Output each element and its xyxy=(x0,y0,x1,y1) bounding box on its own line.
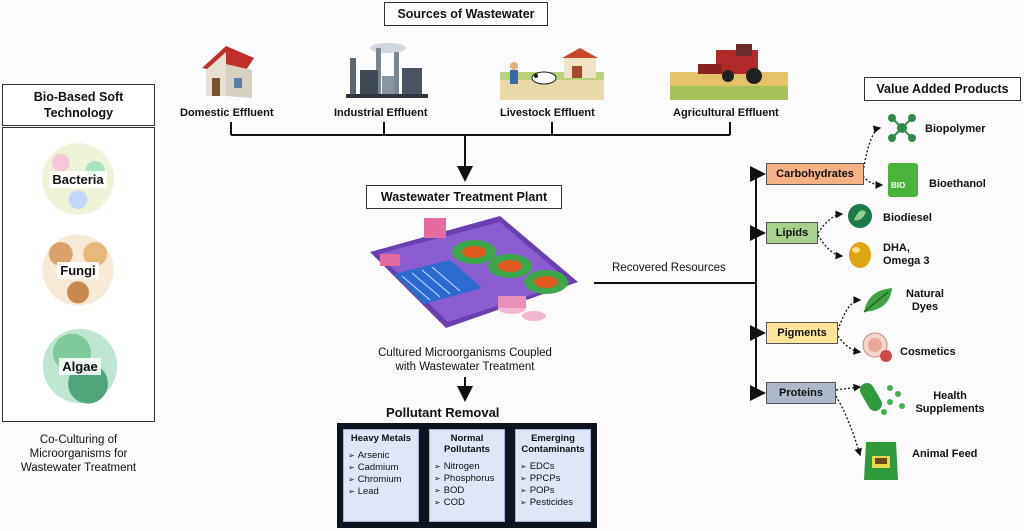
product-cosmetics: Cosmetics xyxy=(900,346,956,358)
farm-icon xyxy=(500,48,604,100)
treatment-plant-illustration xyxy=(370,216,578,328)
natural-dyes-icon xyxy=(863,288,892,313)
cosmetics-icon xyxy=(862,332,892,362)
bio-based-title: Bio-Based Soft Technology xyxy=(2,84,155,126)
list-item: PPCPs xyxy=(520,473,590,485)
source-label-agricultural: Agricultural Effluent xyxy=(673,107,779,119)
biodiesel-icon xyxy=(848,204,872,228)
pollutant-removal-title: Pollutant Removal xyxy=(386,405,500,420)
emerging-contaminants-column: Emerging Contaminants EDCs PPCPs POPs Pe… xyxy=(515,429,591,522)
health-supplements-icon xyxy=(860,383,905,415)
emerging-contaminants-heading: Emerging Contaminants xyxy=(521,433,585,455)
harvester-icon xyxy=(670,44,788,100)
category-lipids: Lipids xyxy=(766,222,818,244)
source-label-industrial: Industrial Effluent xyxy=(334,107,428,119)
product-animal-feed: Animal Feed xyxy=(912,448,978,460)
product-bioethanol: Bioethanol xyxy=(929,178,986,190)
co-culturing-caption: Co-Culturing of Microorganisms for Waste… xyxy=(20,434,137,474)
algae-illustration: Algae xyxy=(40,322,120,410)
plant-title: Wastewater Treatment Plant xyxy=(366,185,562,209)
heavy-metals-heading: Heavy Metals xyxy=(350,433,412,444)
recovered-resources-label: Recovered Resources xyxy=(612,262,726,274)
bacteria-illustration: Bacteria xyxy=(35,138,121,220)
sources-title: Sources of Wastewater xyxy=(384,2,548,26)
value-added-title: Value Added Products xyxy=(864,77,1021,101)
list-item: EDCs xyxy=(520,461,590,473)
list-item: BOD xyxy=(434,485,504,497)
bioethanol-icon: BIO xyxy=(888,163,918,197)
omega3-icon xyxy=(849,242,871,268)
house-icon xyxy=(202,46,254,98)
list-item: Chromium xyxy=(348,474,418,486)
product-dha-omega3: DHA, Omega 3 xyxy=(883,242,930,267)
normal-pollutants-column: Normal Pollutants Nitrogen Phosphorus BO… xyxy=(429,429,505,522)
product-biopolymer: Biopolymer xyxy=(925,123,986,135)
category-carbohydrates: Carbohydrates xyxy=(766,163,864,185)
heavy-metals-column: Heavy Metals Arsenic Cadmium Chromium Le… xyxy=(343,429,419,522)
pollutant-removal-panel: Heavy Metals Arsenic Cadmium Chromium Le… xyxy=(337,423,597,528)
bio-badge: BIO xyxy=(891,181,906,190)
list-item: Cadmium xyxy=(348,462,418,474)
list-item: Phosphorus xyxy=(434,473,504,485)
source-label-domestic: Domestic Effluent xyxy=(180,107,274,119)
list-item: Pesticides xyxy=(520,497,590,509)
fungi-illustration: Fungi xyxy=(35,230,121,310)
plant-caption: Cultured Microorganisms Coupled with Was… xyxy=(378,347,552,373)
list-item: COD xyxy=(434,497,504,509)
list-item: Lead xyxy=(348,486,418,498)
product-health-supplements: Health Supplements xyxy=(915,390,985,415)
source-label-livestock: Livestock Effluent xyxy=(500,107,595,119)
list-item: Arsenic xyxy=(348,450,418,462)
factory-icon xyxy=(346,43,428,98)
animal-feed-icon xyxy=(864,442,898,480)
category-proteins: Proteins xyxy=(766,382,836,404)
product-natural-dyes: Natural Dyes xyxy=(906,288,944,313)
list-item: POPs xyxy=(520,485,590,497)
biopolymer-icon xyxy=(888,114,916,142)
product-biodiesel: Biodiesel xyxy=(883,212,932,224)
list-item: Nitrogen xyxy=(434,461,504,473)
category-pigments: Pigments xyxy=(766,322,838,344)
normal-pollutants-heading: Normal Pollutants xyxy=(444,433,490,455)
